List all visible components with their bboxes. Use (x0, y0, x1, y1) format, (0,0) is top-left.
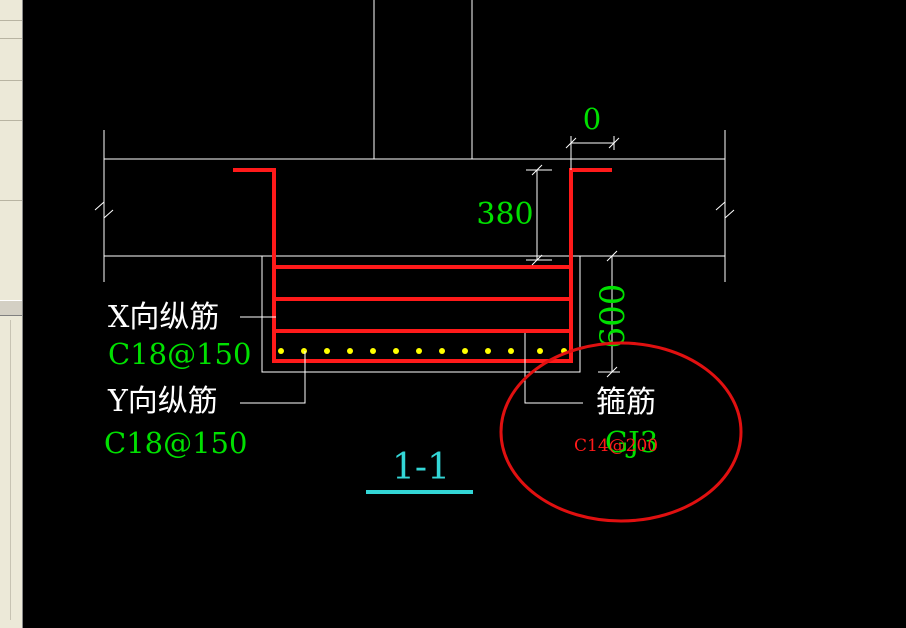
bar-dot (537, 348, 543, 354)
dimension-top-offset-text: 0 (583, 102, 601, 136)
highlight-circle (499, 341, 743, 523)
bar-dot (485, 348, 491, 354)
beam-outline (261, 256, 581, 373)
bar-dot (508, 348, 514, 354)
break-symbol-left (94, 200, 114, 220)
stirrup-code: GJ3 (605, 425, 658, 459)
x-bar-spec: C18@150 (108, 337, 251, 371)
stirrup-leader (524, 333, 583, 404)
stirrup-name: 箍筋 (596, 385, 656, 420)
slab-outline (94, 130, 735, 282)
bottom-bar-dots (278, 348, 567, 354)
side-toolbar-panel[interactable] (0, 0, 23, 628)
bar-dot (416, 348, 422, 354)
bar-dot (278, 348, 284, 354)
bar-dot (370, 348, 376, 354)
dimension-slab-depth (526, 164, 552, 266)
bar-dot (301, 348, 307, 354)
section-title: 1-1 (392, 447, 450, 488)
y-bar-name: Y向纵筋 (107, 384, 218, 419)
bar-dot (439, 348, 445, 354)
leader-lines (240, 316, 583, 404)
dimension-beam-depth (598, 250, 620, 378)
bar-dot (324, 348, 330, 354)
stirrup-rebar (233, 168, 612, 363)
dimension-beam-depth-text: 600 (593, 284, 633, 349)
column-lines (373, 0, 473, 159)
x-bar-name: X向纵筋 (108, 300, 219, 335)
bar-dot (462, 348, 468, 354)
dimension-top-offset (565, 136, 620, 170)
y-bar-spec: C18@150 (104, 426, 247, 460)
stirrup-spec: C14@200 (574, 436, 658, 456)
bar-dot (347, 348, 353, 354)
bar-dot (393, 348, 399, 354)
dimension-slab-depth-text: 380 (476, 197, 533, 232)
y-bar-leader (240, 351, 306, 404)
break-symbol-right (715, 200, 735, 220)
panel-splitter[interactable] (0, 300, 22, 316)
